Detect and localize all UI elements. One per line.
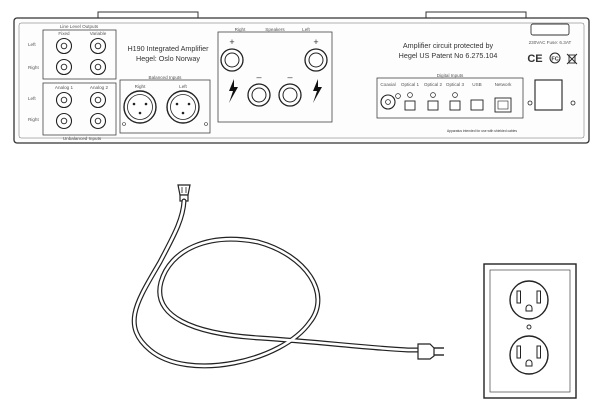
variable-label: Variable — [90, 31, 107, 36]
power-inlet-icon — [527, 79, 576, 111]
footnote-label: Apparatus intended for use with shielded… — [447, 129, 517, 133]
wall-outlet-icon — [483, 263, 577, 399]
unbalanced-inputs-label: Unbalanced Inputs — [63, 136, 102, 141]
patent-line-1: Amplifier circuit protected by — [403, 41, 494, 50]
analog2-label: Analog 2 — [90, 85, 109, 90]
line-outputs-box — [42, 29, 117, 80]
usb-label: USB — [472, 82, 481, 87]
speakers-right-label: Right — [235, 27, 246, 32]
svg-text:–: – — [287, 72, 292, 82]
balanced-inputs-label: Balanced Inputs — [149, 75, 183, 80]
optical3-label: Optical 3 — [446, 82, 465, 87]
network-label: Network — [495, 82, 513, 87]
weee-bin-icon — [566, 53, 578, 65]
analog1-label: Analog 1 — [55, 85, 74, 90]
fuse-label-plate — [530, 23, 570, 36]
power-cable — [131, 184, 444, 369]
xlr-connector-icon — [122, 90, 208, 126]
digital-inputs-box — [376, 77, 524, 119]
digital-ports — [380, 92, 512, 113]
svg-text:+: + — [313, 37, 318, 47]
lightning-icon — [229, 79, 322, 103]
svg-text:–: – — [256, 72, 261, 82]
right-label-2: Right — [28, 117, 39, 122]
speakers-label: Speakers — [265, 27, 285, 32]
ce-mark: CE — [527, 53, 542, 65]
left-label-2: Left — [28, 96, 36, 101]
power-rating-label: 230VAC Fuse: 6.3AT — [529, 40, 572, 45]
optical1-label: Optical 1 — [401, 82, 420, 87]
unbalanced-inputs-box — [42, 82, 117, 136]
patent-line-2: Hegel US Patent No 6.275.104 — [399, 51, 498, 60]
model-name: H190 Integrated Amplifier — [127, 44, 209, 53]
left-label: Left — [28, 42, 36, 47]
maker-name: Hegel: Oslo Norway — [136, 54, 200, 63]
balanced-inputs-box — [119, 79, 211, 134]
svg-text:FC: FC — [551, 57, 558, 63]
line-level-outputs-label: Line Level Outputs — [60, 24, 99, 29]
speakers-box — [217, 31, 333, 123]
power-plug-icon — [417, 343, 444, 360]
right-label: Right — [28, 65, 39, 70]
digital-inputs-label: Digital Inputs — [437, 73, 464, 78]
fcc-mark-icon: FC — [549, 52, 561, 64]
amplifier-rear-panel: Line Level Outputs Fixed Variable Left R… — [13, 11, 590, 144]
svg-text:+: + — [229, 37, 234, 47]
balanced-left-label: Left — [179, 84, 187, 89]
balanced-right-label: Right — [135, 84, 146, 89]
speakers-left-label: Left — [302, 27, 310, 32]
rca-jack-icon — [55, 37, 107, 130]
optical2-label: Optical 2 — [424, 82, 443, 87]
speaker-terminal-icon — [220, 48, 328, 107]
fixed-label: Fixed — [58, 31, 70, 36]
coaxial-label: Coaxial — [380, 82, 395, 87]
